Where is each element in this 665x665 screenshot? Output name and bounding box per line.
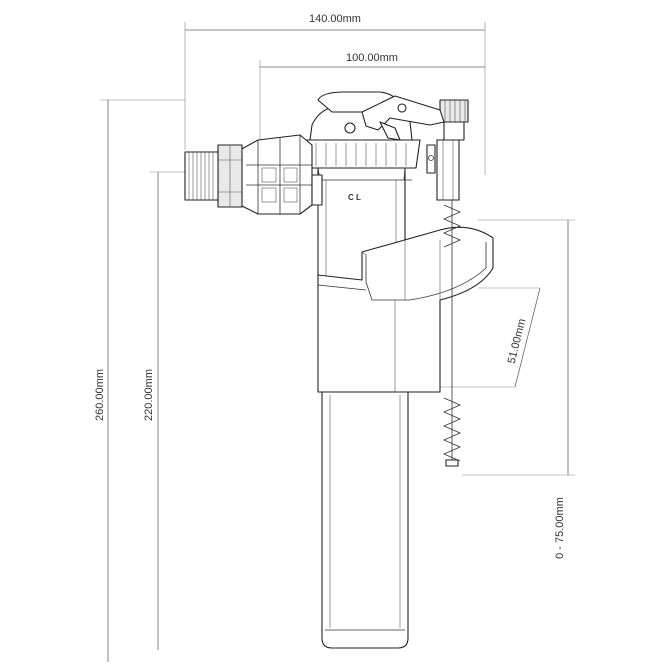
dimension-overall-width: 140.00mm	[184, 13, 486, 175]
adjustment-rod	[443, 200, 461, 467]
dimension-head-width: 100.00mm	[259, 52, 485, 160]
inlet-cage	[239, 134, 323, 215]
valve-marking: C L	[348, 193, 361, 202]
float-travel-label: 51.00mm	[506, 318, 529, 365]
inlet-nut	[217, 144, 243, 208]
dimension-overall-height: 260.00mm	[94, 99, 185, 662]
head-width-label: 100.00mm	[346, 52, 398, 64]
overall-height-label: 260.00mm	[94, 369, 106, 421]
lever-arm	[361, 95, 445, 141]
overall-width-label: 140.00mm	[309, 13, 361, 25]
threaded-inlet	[184, 151, 219, 201]
adjust-range-label: 0 - 75.00mm	[554, 497, 566, 559]
guide-column	[426, 139, 460, 201]
adjustment-knob	[439, 99, 469, 141]
float-cup	[317, 226, 494, 393]
dimension-float-travel: 51.00mm	[440, 287, 541, 388]
valve-shank	[321, 391, 409, 649]
dimension-body-height: 220.00mm	[143, 171, 190, 650]
dimension-adjust-range: 0 - 75.00mm	[462, 219, 575, 559]
body-height-label: 220.00mm	[143, 369, 155, 421]
